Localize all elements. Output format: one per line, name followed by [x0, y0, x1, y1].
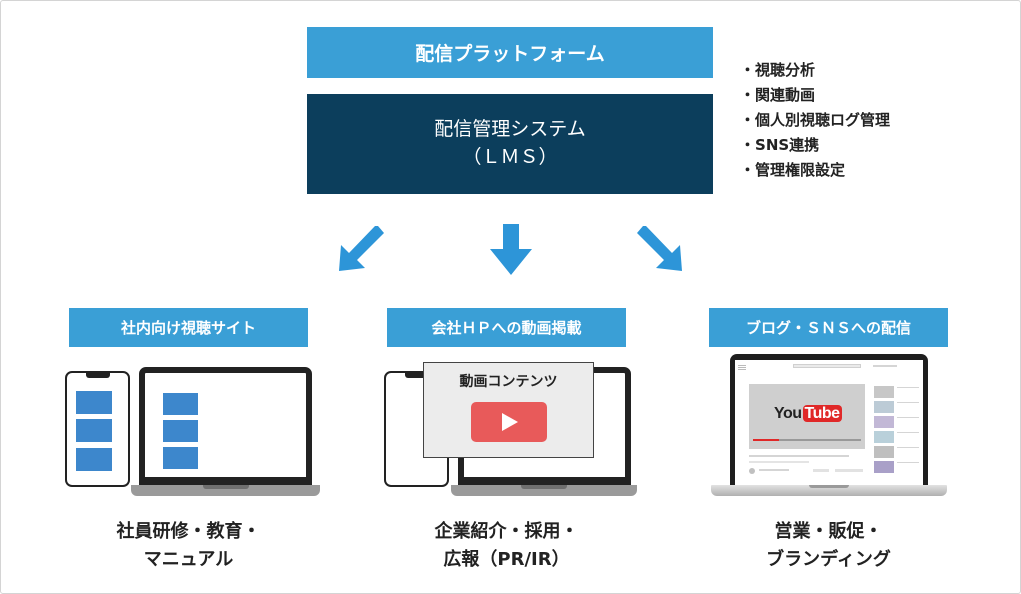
caption-website: 企業紹介・採用・ 広報（PR/IR）	[387, 518, 626, 574]
caption-line: 営業・販促・	[774, 521, 883, 542]
video-progress-bar	[753, 439, 861, 441]
play-button-icon	[471, 402, 547, 442]
channel-label-text: 社内向け視聴サイト	[120, 319, 256, 337]
channel-label-text: 会社ＨＰへの動画掲載	[431, 319, 582, 337]
channel-label-internal: 社内向け視聴サイト	[69, 308, 308, 347]
feature-list: 視聴分析 関連動画 個人別視聴ログ管理 SNS連携 管理権限設定	[740, 58, 890, 183]
feature-item: SNS連携	[740, 133, 890, 158]
caption-line: マニュアル	[143, 549, 234, 570]
laptop-base	[131, 485, 320, 496]
lms-box: 配信管理システム （ＬＭＳ）	[307, 94, 713, 194]
caption-sns: 営業・販促・ ブランディング	[709, 518, 948, 574]
caption-internal: 社員研修・教育・ マニュアル	[69, 518, 308, 574]
lms-title: 配信管理システム	[434, 118, 586, 141]
content-block	[163, 393, 198, 415]
laptop-base	[451, 485, 637, 496]
arrow-down-icon	[490, 224, 532, 275]
feature-item: 管理権限設定	[740, 158, 890, 183]
channel-label-text: ブログ・ＳＮＳへの配信	[745, 319, 911, 337]
arrow-down-left-icon	[339, 226, 384, 271]
lms-subtitle: （ＬＭＳ）	[462, 146, 558, 168]
feature-item: 視聴分析	[740, 58, 890, 83]
feature-item: 関連動画	[740, 83, 890, 108]
caption-line: 社員研修・教育・	[116, 521, 261, 542]
content-block	[163, 447, 198, 469]
caption-line: 企業紹介・採用・	[434, 521, 579, 542]
platform-label: 配信プラットフォーム	[415, 43, 605, 65]
platform-box: 配信プラットフォーム	[307, 27, 713, 78]
content-block	[163, 420, 198, 442]
caption-line: 広報（PR/IR）	[443, 549, 570, 570]
channel-label-website: 会社ＨＰへの動画掲載	[387, 308, 626, 347]
channel-label-sns: ブログ・ＳＮＳへの配信	[709, 308, 948, 347]
content-block	[76, 391, 112, 414]
video-card-title: 動画コンテンツ	[459, 374, 558, 390]
video-content-card: 動画コンテンツ	[423, 362, 594, 458]
content-block	[76, 419, 112, 442]
feature-item: 個人別視聴ログ管理	[740, 108, 890, 133]
caption-line: ブランディング	[766, 549, 891, 570]
laptop-base	[711, 485, 947, 496]
content-block	[76, 448, 112, 471]
arrow-down-right-icon	[637, 226, 682, 271]
